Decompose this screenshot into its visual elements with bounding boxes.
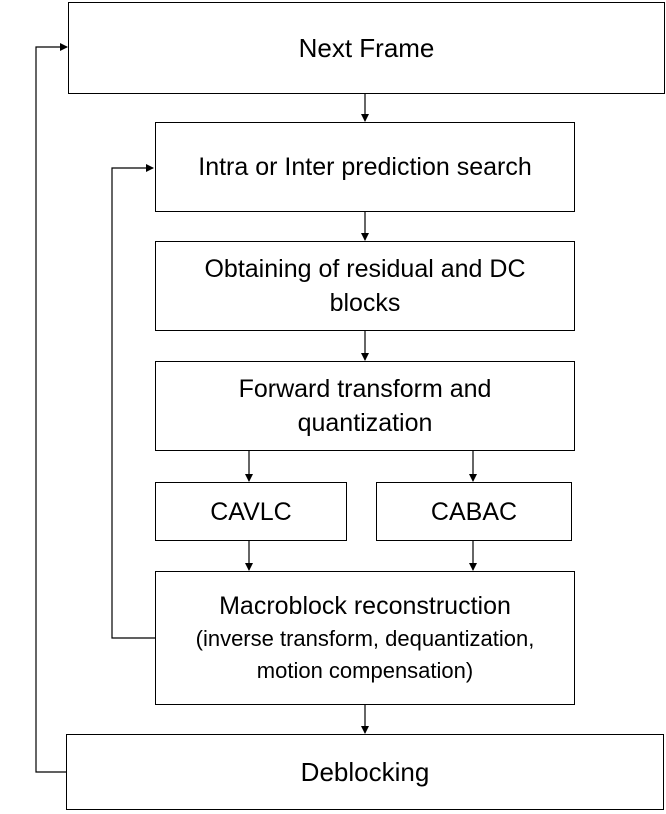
residual-dc-box: Obtaining of residual and DC blocks bbox=[155, 241, 575, 331]
cavlc-label: CAVLC bbox=[210, 497, 292, 526]
cavlc-box: CAVLC bbox=[155, 482, 347, 541]
cabac-box: CABAC bbox=[376, 482, 572, 541]
cabac-label: CABAC bbox=[430, 497, 518, 526]
deblocking-label: Deblocking bbox=[300, 757, 430, 787]
deblocking-box: Deblocking bbox=[66, 734, 664, 810]
forward-transform-label-line1: Forward transform and bbox=[238, 375, 492, 403]
prediction-search-label: Intra or Inter prediction search bbox=[198, 153, 532, 181]
macroblock-reconstruction-box: Macroblock reconstruction (inverse trans… bbox=[155, 571, 575, 705]
prediction-search-box: Intra or Inter prediction search bbox=[155, 122, 575, 212]
macroblock-reconstruction-line3: motion compensation) bbox=[256, 658, 474, 683]
loop-reconstruction-to-prediction bbox=[111, 164, 155, 639]
next-frame-box: Next Frame bbox=[68, 2, 665, 94]
residual-dc-label-line1: Obtaining of residual and DC bbox=[204, 255, 526, 283]
loop-deblocking-to-next-frame bbox=[35, 43, 68, 773]
next-frame-label: Next Frame bbox=[298, 33, 435, 63]
forward-transform-label-line2: quantization bbox=[297, 409, 433, 437]
forward-transform-box: Forward transform and quantization bbox=[155, 361, 575, 451]
residual-dc-label-line2: blocks bbox=[329, 289, 401, 317]
macroblock-reconstruction-line2: (inverse transform, dequantization, bbox=[195, 626, 535, 651]
macroblock-reconstruction-title: Macroblock reconstruction bbox=[219, 592, 511, 620]
